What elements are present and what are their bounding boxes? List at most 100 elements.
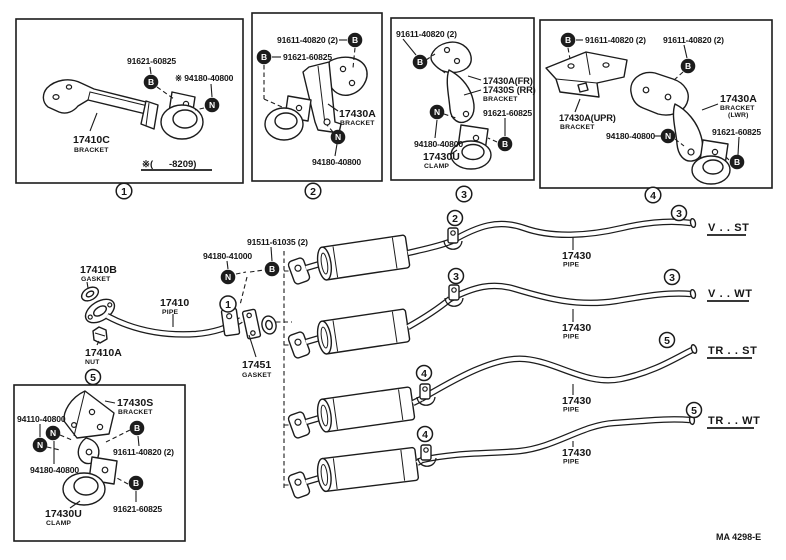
callout-row4-clamp: 4 <box>416 425 434 443</box>
exhaust-row-3: 4 5 17430 PIPE TR . . ST <box>287 331 757 439</box>
svg-text:N: N <box>665 131 671 141</box>
part-number-label: 17430 <box>562 250 591 262</box>
exhaust-row-4: 4 5 17430 PIPE TR . . WT <box>287 401 760 499</box>
leader-lines <box>89 66 213 132</box>
part-number-label: 17430A <box>720 93 757 105</box>
part-number-label: 94180-41000 <box>203 251 252 261</box>
part-name-label: CLAMP <box>424 163 449 170</box>
callout-row4-tail: 5 <box>685 401 703 419</box>
pipe-clamp <box>444 284 464 307</box>
callout-row2-clamp: 3 <box>447 267 465 285</box>
svg-text:2: 2 <box>452 213 458 225</box>
figure-code: MA 4298-E <box>716 532 761 542</box>
detail-box-5: 17430S BRACKET 94110-40800 91611-40820 (… <box>17 368 174 527</box>
part-number-label: 94180-40800 <box>312 157 361 167</box>
callout-box2: 2 <box>304 182 322 200</box>
svg-text:B: B <box>261 52 267 62</box>
part-number-label: 17430A <box>339 108 376 120</box>
bolt-symbol: B <box>256 49 272 65</box>
exhaust-row-1: 2 3 17430 PIPE V . . ST <box>287 204 749 285</box>
part-number-label: 91621-60825 <box>283 52 332 62</box>
part-name-label: NUT <box>85 359 100 366</box>
svg-text:B: B <box>148 77 154 87</box>
svg-text:B: B <box>565 35 571 45</box>
clamp-drawing <box>264 95 312 141</box>
part-name-label: PIPE <box>563 407 580 414</box>
nut-symbol: N <box>660 128 676 144</box>
part-name-label: BRACKET <box>74 147 109 154</box>
upper-bracket-drawing <box>545 51 628 98</box>
clamp-drawing <box>691 139 731 185</box>
callout-row1-tail: 3 <box>670 204 688 222</box>
gasket-17451-drawing <box>261 315 277 335</box>
svg-text:3: 3 <box>453 271 459 283</box>
part-name-label: BRACKET <box>483 96 518 103</box>
detail-box-3: 91611-40820 (2) 17430A(FR) 17430S (RR) B… <box>396 29 536 203</box>
leader-lines <box>574 39 740 156</box>
part-name-label: BRACKET <box>340 120 375 127</box>
callout-row1-clamp: 2 <box>446 209 464 227</box>
nut-symbol: N <box>45 425 61 441</box>
svg-text:B: B <box>685 61 691 71</box>
svg-text:5: 5 <box>90 372 96 384</box>
part-number-label: 17410A <box>85 347 122 359</box>
variant-label: TR . . WT <box>708 415 760 427</box>
bolt-symbol: B <box>680 58 696 74</box>
nut-symbol: N <box>330 129 346 145</box>
assembly-dashes <box>46 429 131 485</box>
part-number-label: 91621-60825 <box>127 56 176 66</box>
part-number-label: 17430A(FR) <box>483 76 533 86</box>
nut-symbol: N <box>204 97 220 113</box>
assembly-dashes <box>425 53 498 143</box>
part-number-label: 91611-40820 (2) <box>396 29 457 39</box>
svg-text:5: 5 <box>664 335 670 347</box>
clamp-drawing <box>450 124 492 170</box>
part-number-label: 91611-40820 (2) <box>113 447 174 457</box>
part-number-label: 17430 <box>562 395 591 407</box>
part-name-label: CLAMP <box>46 520 71 527</box>
svg-text:5: 5 <box>691 405 697 417</box>
callout-box5: 5 <box>84 368 102 386</box>
bracket-drawing <box>430 41 475 124</box>
clamp-drawing <box>62 456 118 506</box>
part-number-label: 17410C <box>73 134 110 146</box>
part-number-label: 91611-40820 (2) <box>663 35 724 45</box>
gasket-17410b-drawing <box>80 286 100 302</box>
muffler <box>316 234 411 281</box>
svg-text:4: 4 <box>650 190 656 202</box>
bolt-symbol: B <box>264 261 280 277</box>
leader-lines <box>39 400 140 509</box>
svg-text:1: 1 <box>225 299 231 311</box>
bracket-17410c-drawing <box>42 79 159 130</box>
bolt-symbol: B <box>128 475 144 491</box>
svg-text:N: N <box>335 132 341 142</box>
applicability-note: ※( -8209) <box>142 159 196 170</box>
leader-lines <box>272 39 347 157</box>
inlet-flange <box>287 471 311 499</box>
lower-bracket-drawing <box>630 71 704 162</box>
svg-text:1: 1 <box>121 186 127 198</box>
svg-text:3: 3 <box>669 272 675 284</box>
bolt-symbol: B <box>143 74 159 90</box>
part-number-label: 91621-60825 <box>113 504 162 514</box>
leader-lines <box>86 246 273 358</box>
part-name-label: BRACKET <box>560 124 595 131</box>
part-number-label: 91511-61035 (2) <box>247 237 308 247</box>
front-pipe-assembly: 17410B GASKET 94180-41000 91511-61035 (2… <box>80 237 308 379</box>
part-number-label: 94110-40800 <box>17 414 66 424</box>
part-name-label: PIPE <box>563 334 580 341</box>
part-name-label: (LWR) <box>728 112 749 119</box>
nut-symbol: N <box>429 104 445 120</box>
variant-label: TR . . ST <box>708 345 757 357</box>
muffler <box>316 446 420 493</box>
assembly-dashes <box>156 86 205 111</box>
callout-row3-clamp: 4 <box>415 364 433 382</box>
part-name-label: PIPE <box>563 459 580 466</box>
svg-text:B: B <box>352 35 358 45</box>
part-number-label: 91611-40820 (2) <box>277 35 338 45</box>
part-number-label: 17410B <box>80 264 117 276</box>
svg-text:2: 2 <box>310 186 316 198</box>
svg-text:N: N <box>37 440 43 450</box>
part-name-label: BRACKET <box>118 409 153 416</box>
